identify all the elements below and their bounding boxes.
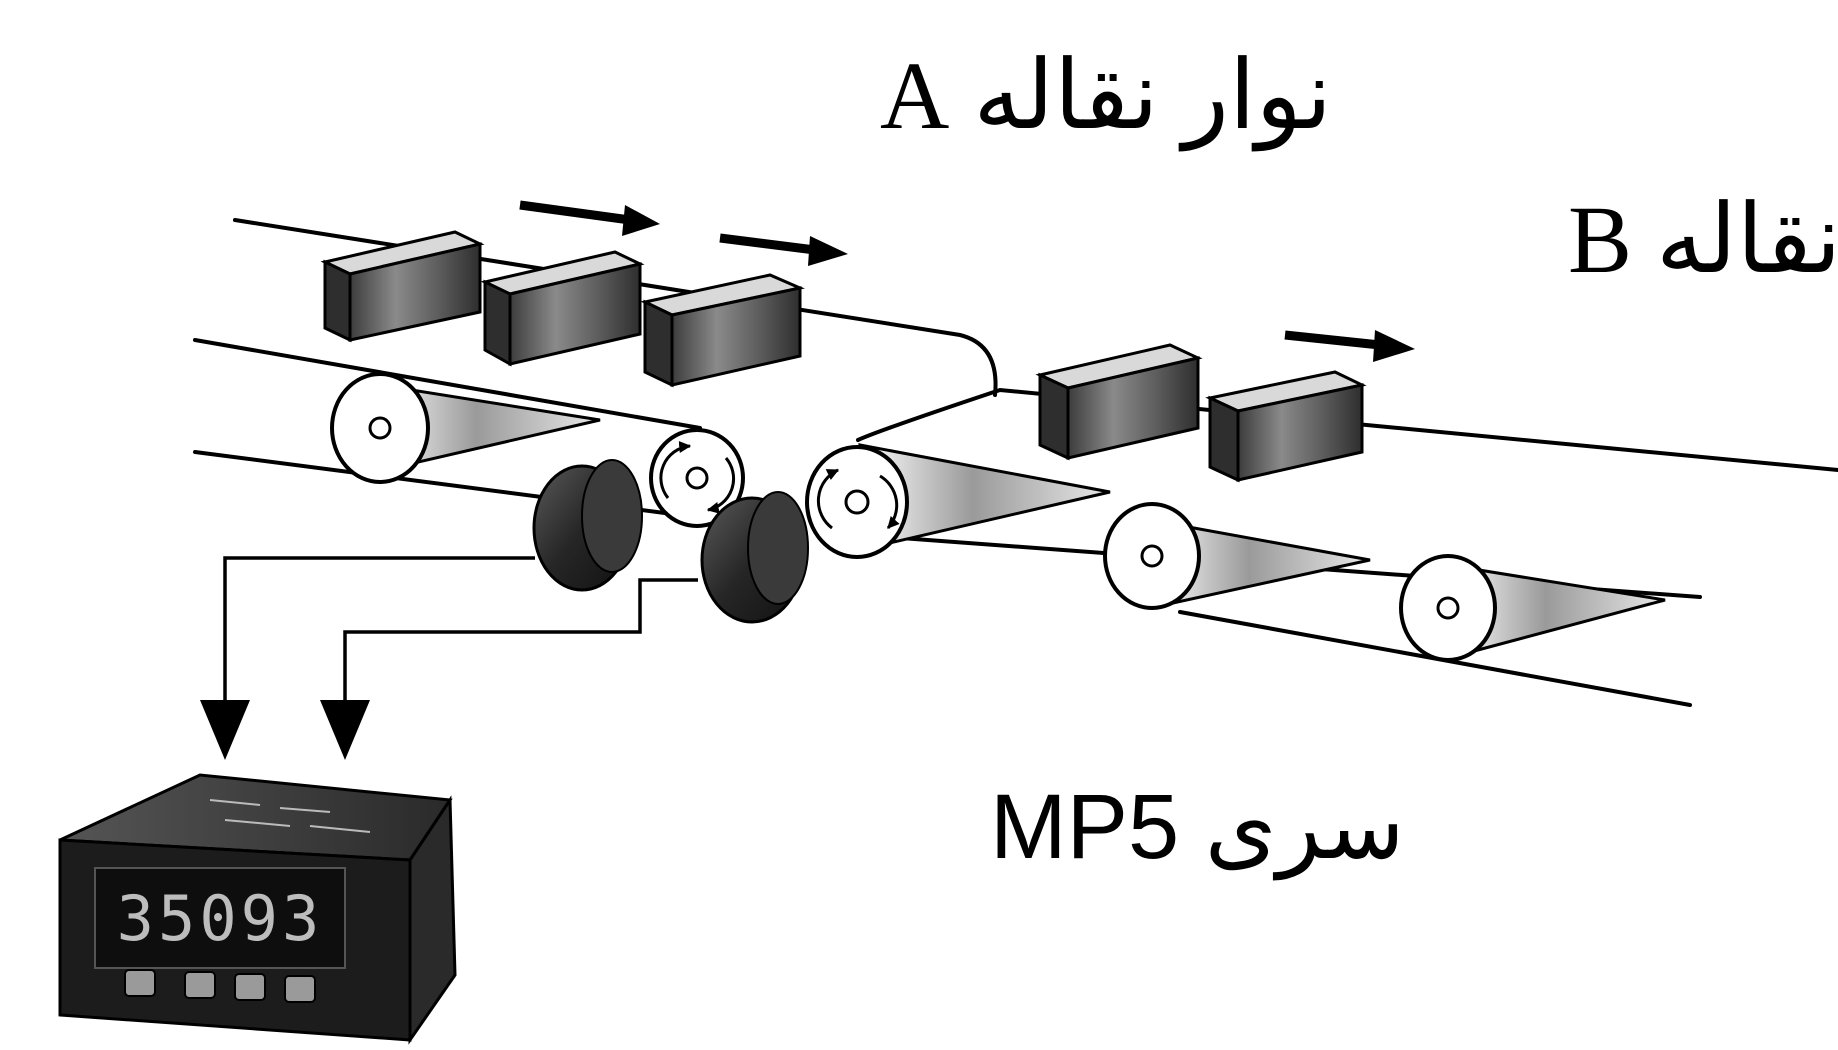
- package-a1: [320, 230, 485, 343]
- package-a3: [640, 273, 805, 388]
- conveyor-a-top-rail: [233, 218, 998, 397]
- roller-a1-hub: [368, 416, 392, 440]
- conveyor-a-label: نوار نقاله A: [880, 42, 1332, 152]
- package-b1: [1035, 343, 1203, 461]
- conveyor-a: [193, 200, 998, 528]
- right-arrow-icon: [1284, 330, 1415, 362]
- conveyor-a-belt-upper-edge: [193, 338, 702, 430]
- meter-down-button[interactable]: [234, 973, 266, 1001]
- roller-b2-hub: [1436, 596, 1460, 620]
- meter-readout: 35093: [117, 882, 324, 955]
- mp5-counter-meter: 35093: [58, 773, 457, 1045]
- roller-b1-hub: [1140, 544, 1164, 568]
- series-label: سری MP5: [990, 776, 1405, 881]
- sensor-a: [532, 459, 643, 592]
- rotation-icon: [659, 441, 736, 514]
- meter-top-markings: [209, 799, 371, 833]
- right-arrow-icon: [719, 233, 848, 266]
- rotation-icon: [816, 468, 900, 530]
- conveyor-b-belt-upper-edge: [856, 387, 1838, 472]
- meter-shift-button[interactable]: [184, 971, 216, 999]
- drive-roller-a-hub: [685, 466, 709, 490]
- meter-screen: [94, 867, 346, 969]
- down-arrow-icon: [200, 700, 250, 760]
- meter-mode-button[interactable]: [124, 969, 156, 997]
- meter-up-button[interactable]: [284, 975, 316, 1003]
- conveyor-b-label: نوار نقاله B: [1568, 186, 1838, 296]
- signal-wire-b: [343, 578, 698, 705]
- sensor-b: [700, 491, 809, 624]
- package-a2: [480, 250, 645, 367]
- down-arrow-icon: [320, 700, 370, 760]
- drive-roller-b-hub: [844, 489, 870, 515]
- signal-wire-a: [223, 556, 535, 705]
- conveyor-b: [805, 330, 1838, 707]
- right-arrow-icon: [519, 200, 660, 236]
- package-b2: [1205, 370, 1367, 483]
- meter-buttons: [124, 969, 316, 1003]
